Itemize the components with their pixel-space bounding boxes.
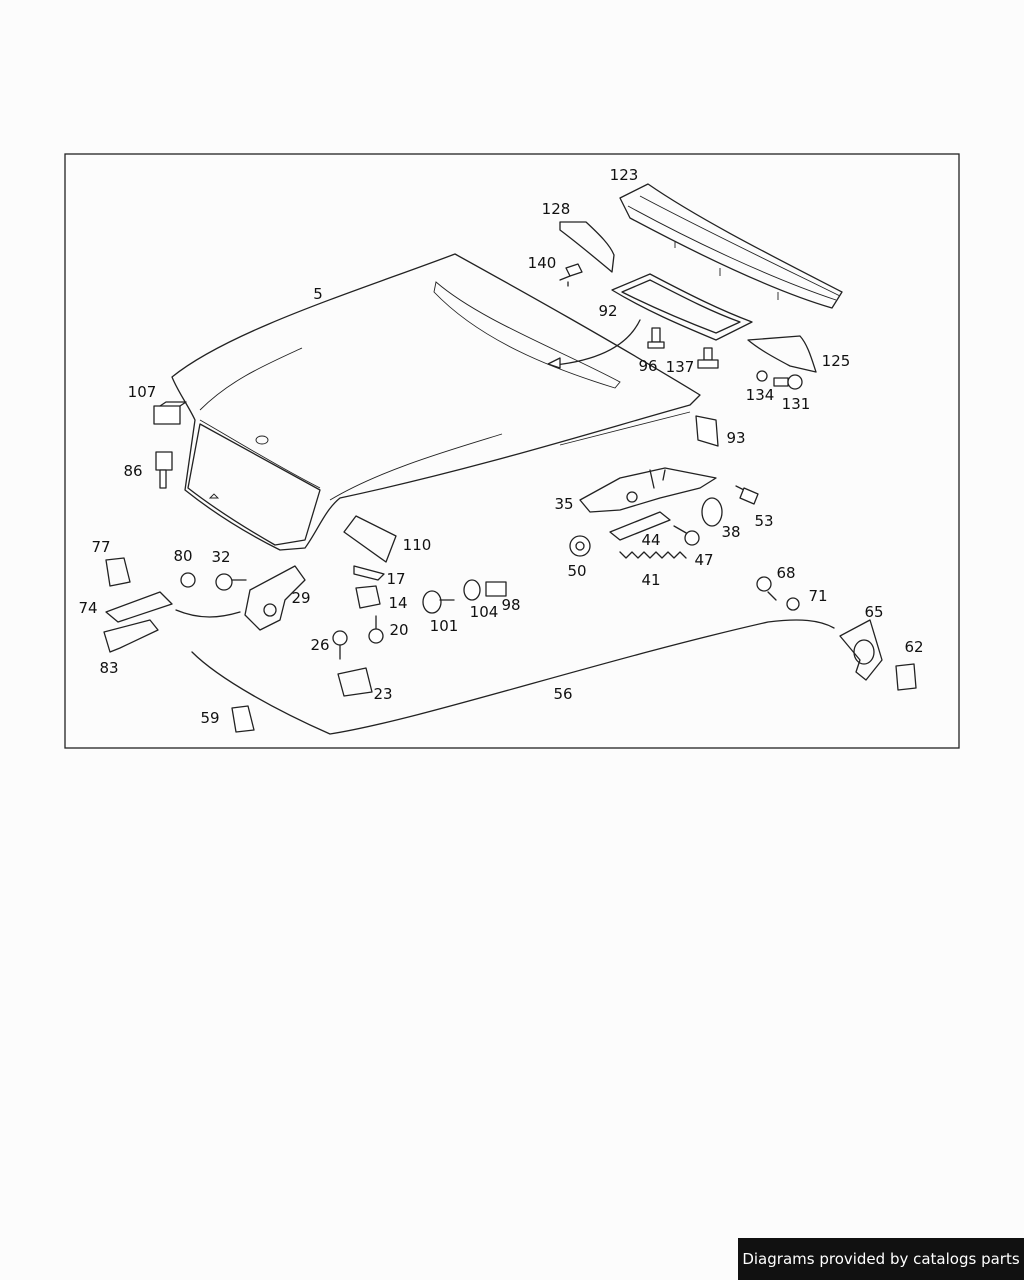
callout-71[interactable]: 71	[808, 587, 827, 605]
callout-104[interactable]: 104	[470, 603, 499, 621]
clip-77[interactable]	[105, 557, 131, 587]
callout-17[interactable]: 17	[386, 570, 405, 588]
washer-71[interactable]	[786, 597, 800, 611]
callout-5[interactable]: 5	[313, 285, 323, 303]
bracket-14[interactable]	[355, 585, 381, 609]
callout-123[interactable]: 123	[610, 166, 639, 184]
callout-134[interactable]: 134	[746, 386, 775, 404]
clip-59[interactable]	[231, 705, 255, 733]
spring-17[interactable]	[353, 565, 385, 581]
bolt-26[interactable]	[332, 630, 348, 660]
callout-56[interactable]: 56	[553, 685, 572, 703]
bolt-32[interactable]	[215, 573, 247, 591]
callout-74[interactable]: 74	[78, 599, 97, 617]
callout-107[interactable]: 107	[128, 383, 157, 401]
callout-131[interactable]: 131	[782, 395, 811, 413]
release-handle-65[interactable]	[839, 619, 883, 681]
callout-93[interactable]: 93	[726, 429, 745, 447]
plate-44[interactable]	[609, 511, 671, 541]
buffer-107[interactable]	[153, 401, 187, 425]
callout-86[interactable]: 86	[123, 462, 142, 480]
spring-41[interactable]	[619, 551, 687, 559]
seal-frame-92[interactable]	[547, 273, 753, 369]
callout-20[interactable]: 20	[389, 621, 408, 639]
bracket-128[interactable]	[559, 221, 615, 273]
lock-23[interactable]	[337, 667, 373, 697]
diagram-frame	[64, 153, 960, 749]
clip-62[interactable]	[895, 663, 917, 691]
callout-53[interactable]: 53	[754, 512, 773, 530]
bolt-53[interactable]	[735, 485, 759, 505]
screw-20[interactable]	[368, 615, 384, 644]
latch-29[interactable]	[244, 565, 306, 631]
callout-32[interactable]: 32	[211, 548, 230, 566]
release-cable-56[interactable]	[191, 619, 835, 735]
stud-96[interactable]	[647, 327, 665, 349]
bracket-125[interactable]	[747, 335, 817, 373]
callout-29[interactable]: 29	[291, 589, 310, 607]
strap-83[interactable]	[103, 619, 159, 653]
hinge-35[interactable]	[579, 467, 717, 513]
callout-96[interactable]: 96	[638, 357, 657, 375]
nut-104[interactable]	[463, 579, 481, 601]
callout-137[interactable]: 137	[666, 358, 695, 376]
callout-59[interactable]: 59	[200, 709, 219, 727]
plug-101[interactable]	[422, 590, 455, 614]
bump-stop-86[interactable]	[155, 451, 173, 489]
callout-83[interactable]: 83	[99, 659, 118, 677]
washer-134[interactable]	[756, 370, 768, 382]
callout-101[interactable]: 101	[430, 617, 459, 635]
grommet-80[interactable]	[180, 572, 196, 588]
bolt-131[interactable]	[773, 374, 803, 390]
bolt-47[interactable]	[673, 525, 700, 546]
callout-23[interactable]: 23	[373, 685, 392, 703]
callout-128[interactable]: 128	[542, 200, 571, 218]
callout-44[interactable]: 44	[641, 531, 660, 549]
callout-98[interactable]: 98	[501, 596, 520, 614]
stud-137[interactable]	[697, 347, 719, 369]
callout-47[interactable]: 47	[694, 551, 713, 569]
credit-banner: Diagrams provided by catalogs parts	[738, 1238, 1024, 1280]
pad-93[interactable]	[695, 415, 719, 447]
callout-62[interactable]: 62	[904, 638, 923, 656]
callout-92[interactable]: 92	[598, 302, 617, 320]
gear-50[interactable]	[569, 535, 591, 557]
callout-26[interactable]: 26	[310, 636, 329, 654]
callout-14[interactable]: 14	[388, 594, 407, 612]
callout-80[interactable]: 80	[173, 547, 192, 565]
clip-140[interactable]	[559, 263, 583, 287]
callout-110[interactable]: 110	[403, 536, 432, 554]
bushing-38[interactable]	[701, 497, 723, 527]
bolt-68[interactable]	[756, 576, 777, 601]
callout-68[interactable]: 68	[776, 564, 795, 582]
callout-38[interactable]: 38	[721, 523, 740, 541]
callout-35[interactable]: 35	[554, 495, 573, 513]
callout-50[interactable]: 50	[567, 562, 586, 580]
nut-98[interactable]	[485, 581, 507, 597]
bracket-74[interactable]	[105, 591, 173, 623]
credit-text: Diagrams provided by catalogs parts	[742, 1250, 1020, 1268]
cowl-panel[interactable]	[619, 183, 843, 309]
arrow-74-29	[175, 609, 241, 618]
callout-140[interactable]: 140	[528, 254, 557, 272]
callout-65[interactable]: 65	[864, 603, 883, 621]
trim-110[interactable]	[343, 515, 397, 563]
callout-41[interactable]: 41	[641, 571, 660, 589]
callout-125[interactable]: 125	[822, 352, 851, 370]
hood-panel[interactable]	[171, 253, 701, 551]
callout-77[interactable]: 77	[91, 538, 110, 556]
callout-labels: 5 107 86 123 128 140 92 96 137 125 134 131 93 35 53 38 4…	[78, 166, 923, 727]
